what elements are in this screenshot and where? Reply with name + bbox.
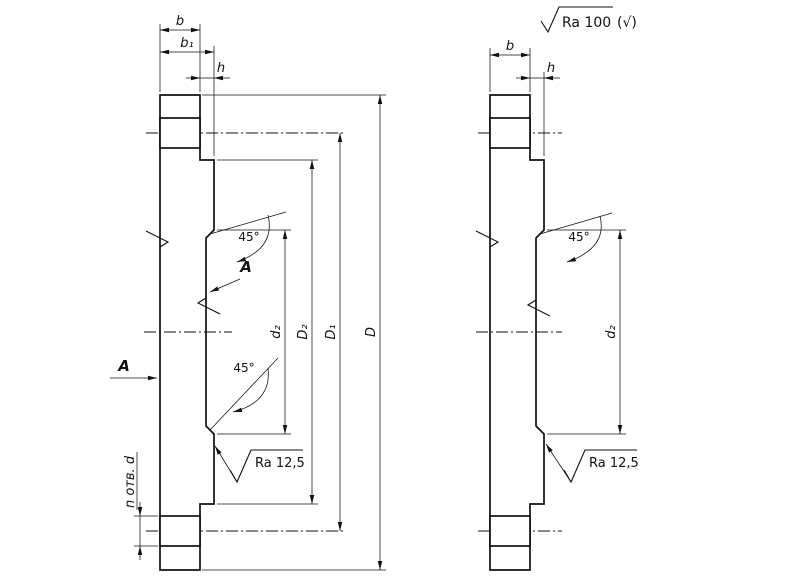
dim-label-b-right: b xyxy=(506,39,514,54)
general-note-label: Ra 100 xyxy=(562,15,611,31)
roughness-flag-right: Ra 12,5 xyxy=(545,443,639,484)
roughness-flag-left: Ra 12,5 xyxy=(214,445,305,484)
surface-mark-icon xyxy=(145,230,170,248)
dim-label-b1-left: b₁ xyxy=(180,36,193,51)
dim-label-d2-right: d₂ xyxy=(604,325,619,338)
dim-label-D-left: D xyxy=(364,327,379,337)
roughness-leader-left xyxy=(214,445,238,483)
dim-label-d2-left: d₂ xyxy=(269,325,284,338)
section-b-arrow xyxy=(209,278,241,293)
chamfer-angle-top-left: 45° xyxy=(209,211,287,263)
angle-label-top-left: 45° xyxy=(238,230,259,244)
dim-bolt-holes-left: n отв. d xyxy=(123,455,143,560)
right-extension-lines xyxy=(489,48,626,435)
section-label-a1: А xyxy=(110,357,157,381)
roughness-label-left: Ra 12,5 xyxy=(255,456,305,471)
angle-label-bottom-left: 45° xyxy=(233,361,254,375)
right-bolt-hole-top xyxy=(489,117,531,149)
angle-label-top-right: 45° xyxy=(568,230,589,244)
general-roughness-note: Ra 100 (√) xyxy=(540,6,637,34)
chamfer-angle-top-right: 45° xyxy=(539,212,613,263)
surface-mark-icon xyxy=(475,230,500,248)
roughness-label-right: Ra 12,5 xyxy=(589,456,639,471)
left-centerlines xyxy=(144,132,346,532)
dim-label-b-left: b xyxy=(176,14,184,29)
holes-note-label: n отв. d xyxy=(123,455,138,508)
dim-label-D1-left: D₁ xyxy=(324,324,339,339)
dim-label-D2-left: D₂ xyxy=(296,324,311,339)
dim-label-h-left: h xyxy=(217,61,225,76)
surface-mark-icon xyxy=(526,299,551,317)
dim-h-right: h xyxy=(516,61,560,81)
section-a-text: А xyxy=(117,357,130,375)
roughness-leader-right xyxy=(545,443,572,483)
dim-label-h-right: h xyxy=(547,61,555,76)
right-centerlines xyxy=(476,132,562,532)
chamfer-angle-bottom-left: 45° xyxy=(209,357,279,431)
left-bolt-hole-bottom xyxy=(159,515,201,547)
right-flange-body-section xyxy=(489,94,545,571)
general-note-paren: (√) xyxy=(617,15,637,31)
section-b-text: А xyxy=(239,258,252,276)
left-bolt-hole-top xyxy=(159,117,201,149)
left-flange-view: b b₁ h d₂ D₂ D₁ D n отв. d xyxy=(110,14,386,571)
right-flange-view: b h d₂ 45° Ra 12,5 xyxy=(475,39,639,571)
dim-h-left: h xyxy=(186,61,230,81)
left-extension-lines xyxy=(134,24,386,571)
right-bolt-hole-bottom xyxy=(489,515,531,547)
roughness-check-icon xyxy=(540,6,613,34)
left-flange-body-section xyxy=(159,94,215,571)
surface-mark-icon xyxy=(196,297,221,315)
section-label-a2: А xyxy=(209,258,252,293)
